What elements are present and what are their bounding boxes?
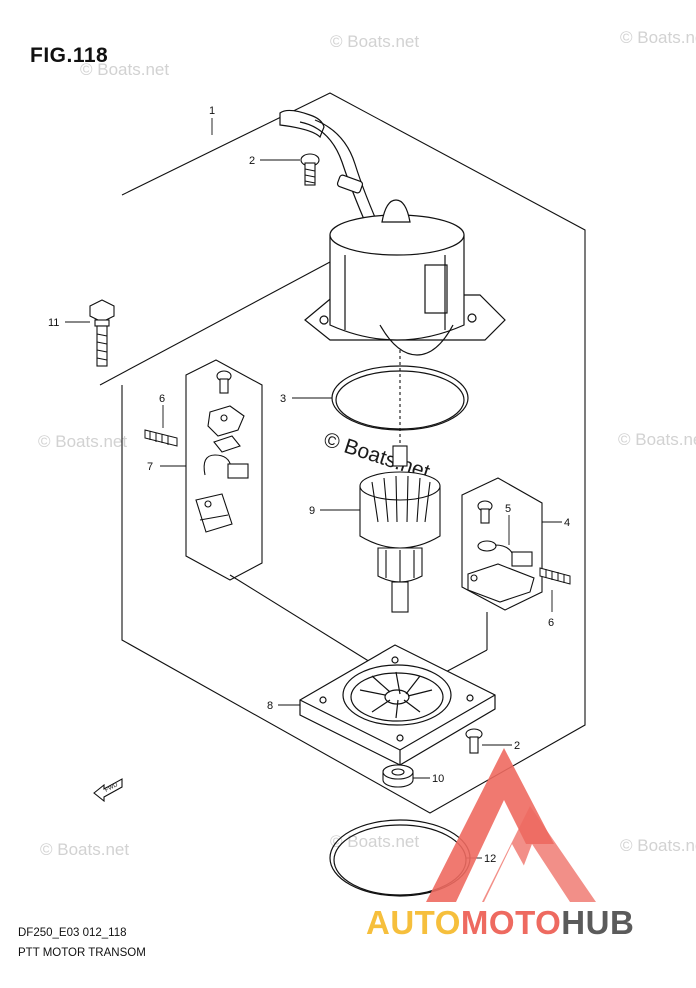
watermark: © Boats.net: [618, 430, 696, 449]
brush-frame-right: [461, 477, 543, 611]
callout-4: 4: [564, 517, 570, 529]
motor-end-cap: [299, 644, 496, 766]
callout-5: 5: [505, 503, 511, 515]
watermark: © Boats.net: [80, 60, 170, 79]
brand-part-auto: AUTO: [366, 904, 461, 941]
armature: [359, 445, 441, 613]
callout-2-bottom: 2: [514, 740, 520, 752]
callout-7: 7: [147, 461, 153, 473]
brand-part-hub: HUB: [561, 904, 635, 941]
callout-8: 8: [267, 700, 273, 712]
motor-housing: [279, 109, 506, 356]
watermark: © Boats.net: [620, 836, 696, 855]
screw-bottom: [465, 728, 483, 754]
leader-line: [229, 574, 376, 666]
watermark: © Boats.net: [330, 32, 420, 51]
brush-frame-left: [185, 359, 263, 581]
watermark: © Boats.net: [620, 28, 696, 47]
figure-title: FIG.118: [30, 44, 109, 67]
callout-2-top: 2: [249, 155, 255, 167]
seal-washer: [382, 764, 414, 788]
watermark: © Boats.net: [38, 432, 128, 451]
callout-10: 10: [432, 773, 444, 785]
watermark: © Boats.net: [330, 832, 420, 851]
watermark: © Boats.net: [40, 840, 130, 859]
brand-logo-icon: [426, 748, 596, 902]
spring-right: [539, 567, 571, 585]
diagram-caption: PTT MOTOR TRANSOM: [18, 947, 146, 959]
callout-3: 3: [280, 393, 286, 405]
callout-9: 9: [309, 505, 315, 517]
callout-6-right: 6: [548, 617, 554, 629]
brush-holder-right: [467, 500, 535, 603]
brand-wordmark: AUTOMOTOHUB: [366, 904, 634, 942]
brand-part-moto: MOTO: [460, 904, 562, 941]
brush-holder-left: [195, 370, 249, 533]
screw-top: [300, 153, 320, 186]
callout-6-left: 6: [159, 393, 165, 405]
callout-12: 12: [484, 853, 496, 865]
bolt-long: [89, 299, 115, 367]
assembly-frame-line: [99, 261, 331, 386]
fwd-arrow-icon: [93, 778, 123, 803]
callout-11: 11: [48, 317, 59, 329]
assembly-frame-line: [121, 92, 586, 814]
drawing-code: DF250_E03 012_118: [18, 927, 127, 939]
spring-left: [144, 429, 178, 447]
callout-1: 1: [209, 105, 215, 117]
